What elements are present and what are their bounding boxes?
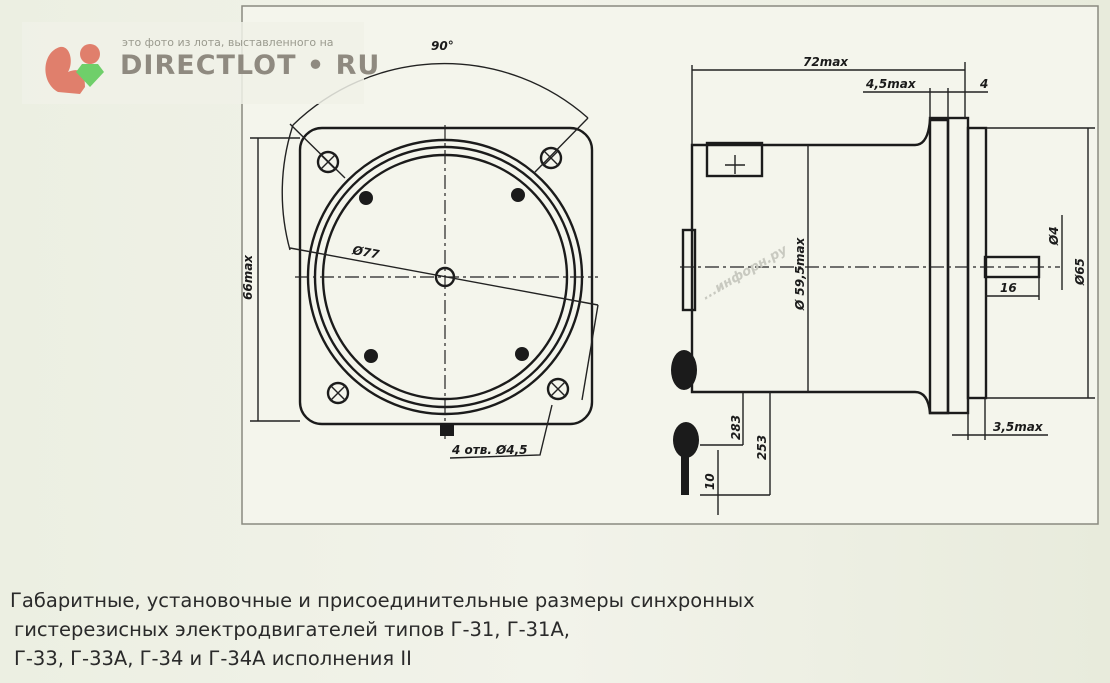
screw-icon [364,349,378,363]
front-view: 90° Ø77 66max 4 отв. Ø4,5 [241,39,599,459]
diameter-label: Ø77 [350,243,381,262]
corner-hole-icon [539,146,563,170]
squirrel-logo-icon [45,44,104,94]
terminal-dim-label: 283 [729,415,743,440]
flange-width-label: 4,5max [865,77,917,91]
screw-icon [359,191,373,205]
corner-hole-icon [326,381,350,405]
diameter-line [289,247,599,306]
corner-hole-icon [546,377,570,401]
shaft-length-label: 16 [1000,281,1017,295]
screw-icon [511,188,525,202]
watermark-brand: DIRECTLOT • RU [120,50,381,81]
watermark-banner [22,22,364,104]
shaft-diameter-label: Ø4 [1047,226,1061,246]
body-diameter-label: Ø 59,5max [793,236,807,311]
lead-terminals [671,350,699,495]
plate-thickness-label: 3,5max [993,420,1044,434]
caption-line: Габаритные, установочные и присоединител… [10,589,755,612]
screw-holes [359,188,529,363]
flange-diameter-label: Ø65 [1073,258,1087,286]
terminal-block [705,141,764,178]
drawing-frame [241,5,1099,525]
holes-leader [449,404,553,459]
height-label: 66max [241,254,255,300]
terminal-dim-label: 10 [703,473,717,490]
angle-label: 90° [431,39,454,53]
holes-label: 4 отв. Ø4,5 [451,443,528,457]
watermark-subtitle: это фото из лота, выставленного на [122,36,334,49]
terminal-dim-label: 253 [755,435,769,460]
caption-line: Г-33, Г-33А, Г-34 и Г-34А исполнения II [14,647,412,670]
side-connector [681,228,697,312]
screw-icon [515,347,529,361]
corner-holes [289,117,589,405]
length-label: 72max [803,55,849,69]
terminal-stub [440,424,454,436]
figure-caption: Габаритные, установочные и присоединител… [10,586,755,673]
gap-label: 4 [979,77,988,91]
caption-line: гистерезисных электродвигателей типов Г-… [14,618,570,641]
